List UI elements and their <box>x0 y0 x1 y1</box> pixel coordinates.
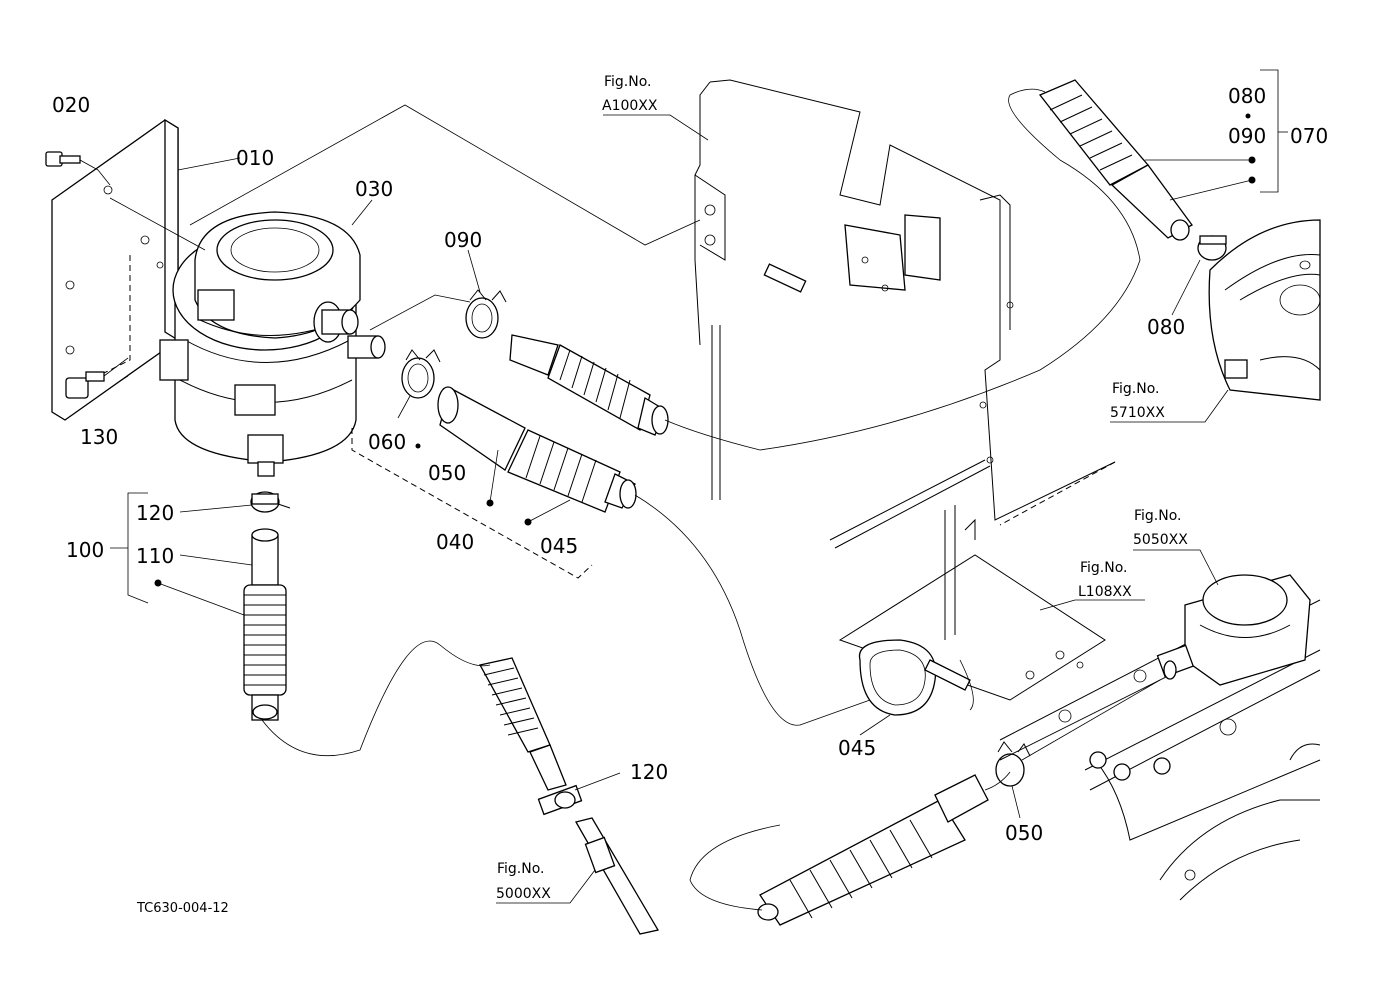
group-box-040-045 <box>351 428 593 579</box>
fig-l108-title: Fig.No. <box>1080 560 1128 576</box>
label-110: 110 <box>136 544 174 568</box>
pipe-5000 <box>575 817 660 935</box>
fig-a100-title: Fig.No. <box>604 74 652 90</box>
fig-5710-number: 5710XX <box>1110 405 1165 421</box>
label-045-mid: 045 <box>540 534 578 558</box>
clamp-050-bottom <box>995 741 1031 787</box>
fig-5710-title: Fig.No. <box>1112 381 1160 397</box>
label-090-right: 090 <box>1228 124 1266 148</box>
bracket-plate-010 <box>51 118 179 421</box>
hose-lower <box>479 657 567 791</box>
label-040: 040 <box>436 530 474 554</box>
label-060: 060 <box>368 430 406 454</box>
clamp-080-right <box>1197 235 1227 261</box>
fig-5050-number: 5050XX <box>1133 532 1188 548</box>
group-bracket-100 <box>110 492 149 604</box>
group-bracket-070 <box>1260 69 1288 193</box>
label-045-bottom: 045 <box>838 736 876 760</box>
label-030: 030 <box>355 177 393 201</box>
band-clamp-045 <box>858 639 971 716</box>
panel-a100 <box>694 79 1116 549</box>
label-010: 010 <box>236 146 274 170</box>
clamp-060 <box>401 349 441 399</box>
label-080-right: 080 <box>1147 315 1185 339</box>
fig-a100-number: A100XX <box>602 98 658 114</box>
label-120-top: 120 <box>136 501 174 525</box>
drawing-code: TC630-004-12 <box>136 901 229 916</box>
hose-110 <box>243 528 287 721</box>
label-050-mid: 050 <box>428 461 466 485</box>
label-090-top: 090 <box>444 228 482 252</box>
hose-040 <box>437 386 637 513</box>
fig-5000-number: 5000XX <box>496 886 551 902</box>
fig-l108-number: L108XX <box>1078 584 1132 600</box>
label-020: 020 <box>52 93 90 117</box>
clamp-120-bottom <box>537 784 583 816</box>
label-070: 070 <box>1290 124 1328 148</box>
bolt-020 <box>45 151 99 171</box>
hose-bottom <box>757 774 989 926</box>
fig-5050-title: Fig.No. <box>1134 508 1182 524</box>
label-120-bottom: 120 <box>630 760 668 784</box>
hose-upper <box>509 334 669 436</box>
fig-5000-title: Fig.No. <box>497 861 545 877</box>
leader-lines <box>97 88 1253 911</box>
label-050-bottom: 050 <box>1005 821 1043 845</box>
hose-070 <box>1038 79 1193 241</box>
label-080-top: 080 <box>1228 84 1266 108</box>
bolt-130 <box>65 357 129 399</box>
label-130: 130 <box>80 425 118 449</box>
component-5050 <box>1156 574 1311 686</box>
fuel-sedimenter-030 <box>159 211 386 477</box>
clamp-120-top <box>250 491 291 513</box>
clamp-090-top <box>465 289 507 339</box>
label-100: 100 <box>66 538 104 562</box>
component-5710 <box>1208 219 1321 401</box>
